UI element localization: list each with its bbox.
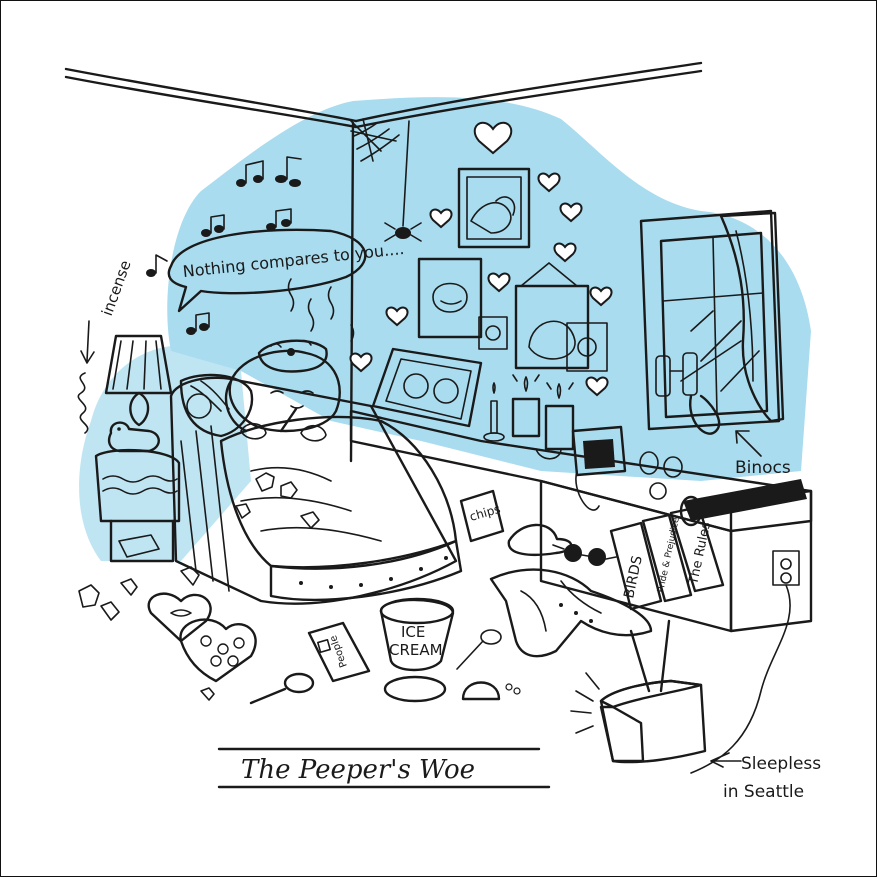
ice-cream-tub: ICE CREAM <box>379 597 455 672</box>
camera <box>571 425 627 511</box>
music-notes <box>146 156 302 335</box>
hearts <box>349 121 613 397</box>
chips-bag: chips <box>459 489 505 543</box>
book-rules: The Rules <box>686 520 714 586</box>
books: BIRDS Pride & Prejudice The Rules <box>609 505 725 611</box>
title-text: The Peeper's Woe <box>241 755 475 785</box>
book-birds: BIRDS <box>621 554 646 600</box>
sleepless-line1: Sleepless <box>741 754 821 774</box>
ice-cream-lid <box>383 675 447 703</box>
spoon <box>456 629 502 670</box>
illustration-title: The Peeper's Woe <box>217 747 551 789</box>
spider-web <box>350 118 410 227</box>
binoculars <box>655 352 721 435</box>
tissues-on-bed <box>235 472 320 529</box>
sleepless-label-group: Sleepless in Seattle <box>710 752 821 802</box>
film-canisters <box>639 451 683 500</box>
wall-frames <box>371 167 608 428</box>
telescope <box>679 479 807 527</box>
chips-label: chips <box>468 502 502 524</box>
lamp <box>104 334 173 427</box>
incense-smoke <box>77 372 89 434</box>
book-pride: Pride & Prejudice <box>656 516 682 594</box>
floor-tissues <box>78 566 215 701</box>
window <box>639 209 785 431</box>
hairbrush <box>249 672 315 705</box>
sad-character <box>224 339 341 442</box>
magazine: People <box>307 621 371 683</box>
sleepless-line2: in Seattle <box>723 782 804 802</box>
ice-cream-line1: ICE <box>401 623 425 641</box>
stink-lines <box>287 278 355 342</box>
ice-cream-line2: CREAM <box>389 641 443 659</box>
spider <box>384 222 422 242</box>
lemon-slice <box>461 681 521 701</box>
coat-on-floor <box>489 568 653 658</box>
binocs-label: Binocs <box>735 458 791 478</box>
binocs-label-group: Binocs <box>735 430 791 478</box>
rubber-duck-nightstand <box>107 421 160 453</box>
sunglasses <box>552 544 617 566</box>
heart-candy-box <box>147 592 257 683</box>
ceiling-lines <box>64 61 703 463</box>
candles <box>483 374 575 460</box>
tv-set <box>570 619 707 764</box>
magazine-label: People <box>328 634 350 669</box>
nightstand <box>94 448 181 563</box>
incense-label: incense <box>98 258 135 318</box>
